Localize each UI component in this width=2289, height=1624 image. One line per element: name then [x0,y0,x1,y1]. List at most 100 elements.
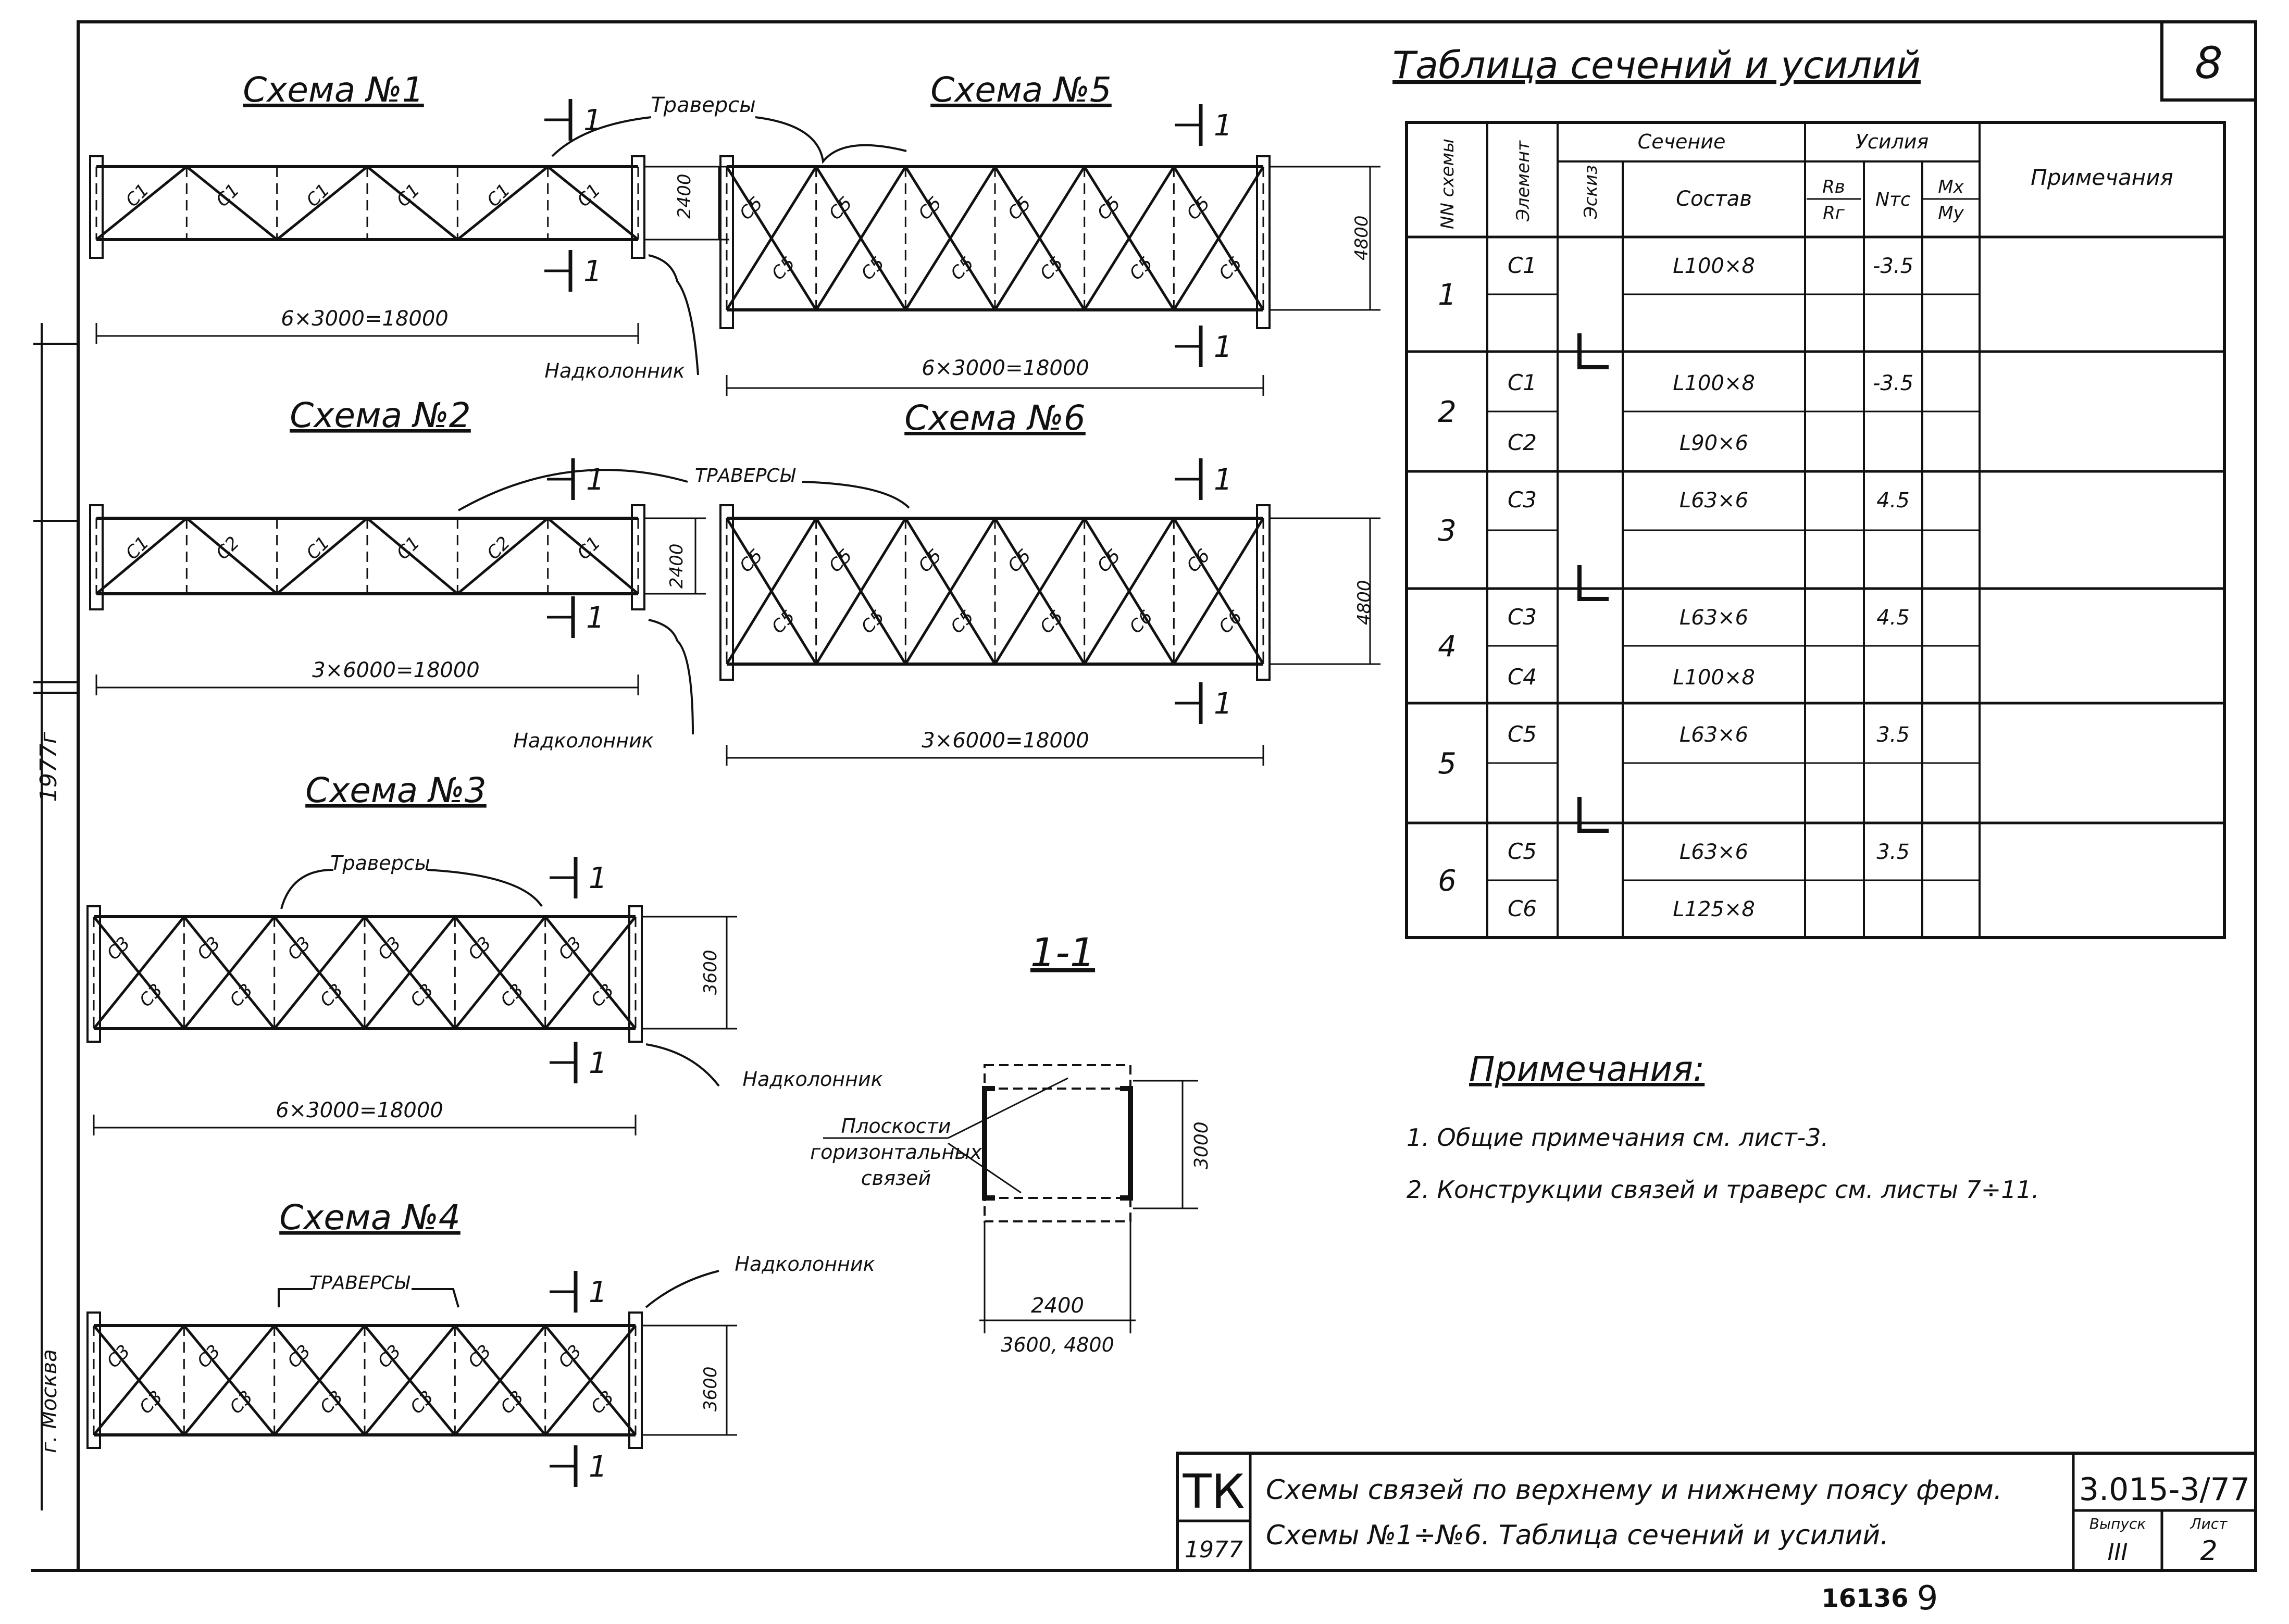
scheme-5-height: 4800 [1351,215,1372,260]
diagonal-brace [364,1325,456,1436]
planes-label-3: связей [861,1167,931,1190]
nadkolonnik-label-3: Надколонник [742,1068,882,1091]
scheme-3-height: 3600 [700,950,721,995]
cell-composition: L63×6 [1680,723,1748,747]
member-label: C3 [135,1386,167,1418]
diagonal-brace [904,517,997,665]
diagonal-brace [183,1325,276,1436]
nadkolonnik-leader-4 [645,1270,719,1308]
note-1: 1. Общие примечания см. лист-3. [1407,1123,1828,1152]
notes-title: Примечания: [1469,1049,1705,1089]
scheme-5-dim: 6×3000=18000 [922,356,1089,380]
member-label: C6 [1215,606,1246,638]
th-element: Элемент [1513,140,1534,222]
cut-label: 1 [589,1276,607,1309]
note-2: 2. Конструкции связей и траверс см. лист… [1407,1176,2039,1204]
page-mark: 9 [1917,1579,1938,1618]
cell-scheme-no: 2 [1438,395,1457,429]
member-label: C1 [302,180,333,211]
th-my: My [1938,203,1964,223]
angle-sketch-icon [1577,565,1609,601]
nadkolonnik-leader-3 [645,1043,720,1087]
section-bottom-flange [984,1197,1131,1222]
member-label: C1 [212,180,243,211]
member-label: C5 [857,606,888,638]
th-rg: Rг [1823,203,1845,223]
column-post [1256,504,1271,681]
cut-label: 1 [583,255,602,289]
section-top-flange [984,1064,1131,1090]
th-ntc: Nтс [1875,189,1911,210]
tb-org: ТК [1183,1465,1245,1519]
member-label: C5 [947,253,978,284]
cell-element: C1 [1508,370,1537,395]
diagonal-brace [456,166,549,241]
diagonal-brace [276,517,368,595]
th-section: Сечение [1638,130,1726,153]
cell-composition: L63×6 [1680,606,1748,630]
scheme-6-height: 4800 [1354,580,1375,625]
diagonal-brace [993,517,1086,665]
sheet-number-box [2160,20,2257,102]
travers-leader-2 [458,469,910,511]
diagonal-brace [454,1325,546,1436]
tb-sheet-label: Лист [2190,1515,2228,1532]
member-label: C6 [1125,606,1156,638]
cell-composition: L63×6 [1680,489,1748,513]
member-label: C5 [1183,193,1214,224]
scheme-4-height: 3600 [700,1366,721,1411]
diagonal-brace [93,1325,185,1436]
cell-element: C4 [1508,664,1537,690]
cell-element: C2 [1508,430,1537,455]
scheme-1-dim: 6×3000=18000 [281,307,449,331]
notes-block: Примечания: 1. Общие примечания см. лист… [1407,1049,2039,1204]
diagonal-brace [454,916,546,1030]
cut-label: 1 [589,861,607,895]
diagonal-brace [364,916,456,1030]
tb-line2: Схемы №1÷№6. Таблица сечений и усилий. [1266,1520,1889,1551]
cell-element: C5 [1508,839,1537,864]
travers-label-1: Траверсы [651,93,755,117]
member-label: C2 [212,532,243,564]
member-label: C1 [393,180,424,211]
tb-issue-value: III [2108,1539,2128,1566]
cell-composition: L100×8 [1673,371,1755,395]
column-post [628,905,643,1043]
member-label: C2 [483,532,514,564]
diagonal-brace [93,916,185,1030]
member-label: C5 [857,253,888,284]
tb-year: 1977 [1185,1536,1243,1563]
cell-ntc: -3.5 [1873,254,1913,278]
member-label: C5 [1004,545,1035,577]
diagonal-brace [547,517,639,595]
cell-ntc: 3.5 [1876,723,1910,747]
angle-sketch-icon [1577,797,1609,833]
section-1-1: 1-1 3000 2400 3600, 4800 Плоскости гориз… [810,929,1212,1356]
member-label: C5 [1093,193,1125,224]
member-label: C1 [393,532,424,564]
diagonal-brace [1083,166,1175,311]
column-post [631,504,645,610]
column-post [86,1311,101,1449]
cut-label: 1 [586,601,605,635]
diagonal-brace [95,166,188,241]
member-label: C3 [587,980,618,1011]
schemes-layer: Схема №1 Схема №5 Схема №2 Схема №6 Схем… [86,70,1380,1487]
tb-code: 3.015-3/77 [2079,1471,2250,1508]
cut-label: 1 [1214,687,1233,721]
member-label: C3 [587,1386,618,1418]
member-label: C5 [825,193,856,224]
th-composition: Состав [1676,187,1752,211]
cell-ntc: 3.5 [1876,840,1910,864]
side-year: 1977г [35,731,62,802]
member-label: C1 [573,180,604,211]
scheme-3-title: Схема №3 [305,770,487,810]
th-mx: Mx [1938,177,1964,197]
cell-scheme-no: 1 [1438,278,1457,312]
